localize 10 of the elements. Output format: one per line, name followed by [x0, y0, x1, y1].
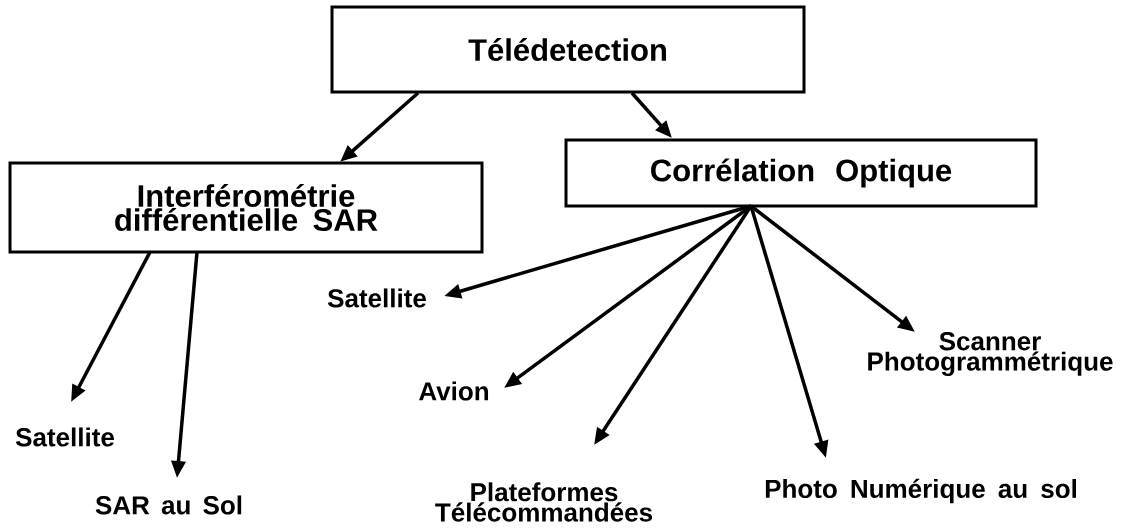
category-box: Corrélation Optique — [564, 138, 1038, 208]
category-label: SAR au Sol — [95, 495, 242, 515]
category-label: Scanner Photogrammétrique — [868, 332, 1113, 376]
category-label: Plateformes Télécommandées — [435, 482, 653, 522]
category-label: Satellite — [15, 427, 114, 447]
category-label: Photo Numérique au sol — [765, 478, 1076, 504]
category-box: Interférométrie différentielle SAR — [8, 161, 484, 254]
category-label: Satellite — [327, 288, 426, 308]
category-box: Télédetection — [330, 5, 806, 94]
category-label: Avion — [419, 381, 489, 401]
